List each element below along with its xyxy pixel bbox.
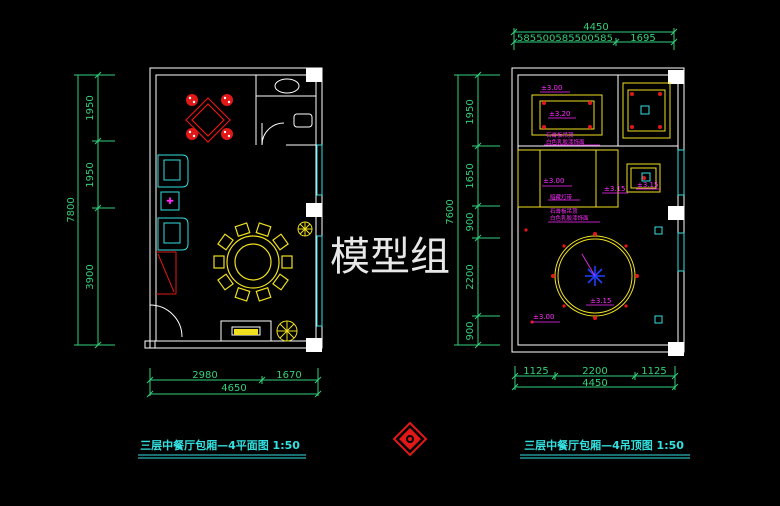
plan-vertical-dimensions <box>74 71 115 349</box>
plan-dim-1: 1950 <box>85 95 96 120</box>
dining-chair <box>255 222 272 238</box>
dining-chair <box>217 233 234 251</box>
watermark: 模型组 <box>330 234 450 280</box>
ceiling-dim-2: 1650 <box>465 163 476 188</box>
ceiling-chandelier <box>581 253 605 286</box>
ceiling-dim-5: 900 <box>465 321 476 340</box>
ceiling-height-1: ±3.00 <box>541 84 562 92</box>
dining-chair <box>255 286 272 302</box>
ceiling-dim-total-horizontal: 4450 <box>582 378 607 389</box>
ceiling-walls <box>511 67 685 353</box>
ceiling-note-1: 石膏板吊顶 <box>546 131 574 139</box>
plan-tv <box>234 329 258 335</box>
ceiling-red-spots <box>524 92 662 324</box>
ceiling-title: 三层中餐厅包厢—4吊顶图 1:50 <box>524 438 684 452</box>
plan-windows <box>316 144 323 327</box>
dining-chair <box>213 255 225 269</box>
ceiling-note-5: 暗藏灯带 <box>550 193 573 201</box>
plan-dining-chairs <box>213 222 293 302</box>
ceiling-height-4: ±3.15 <box>604 185 625 193</box>
ceiling-columns <box>668 70 684 356</box>
red-logo-icon <box>392 421 428 457</box>
ceiling-left-dimensions <box>454 71 500 349</box>
ceiling-leaders <box>532 91 660 323</box>
plan-entry-door <box>144 304 183 349</box>
ceiling-dim-4: 2200 <box>465 264 476 289</box>
ceiling-height-5: ±3.15 <box>637 181 658 189</box>
plan-plants <box>276 221 313 342</box>
ceiling-dim-bottom-2: 2200 <box>582 366 607 377</box>
ceiling-note-4: 白色乳胶漆饰面 <box>550 214 589 222</box>
ceiling-dim-3: 900 <box>465 212 476 231</box>
ceiling-height-7: ±3.15 <box>590 297 611 305</box>
ceiling-dim-total-vertical: 7600 <box>445 199 456 224</box>
plan-bathroom <box>261 78 313 146</box>
ceiling-dim-top-right: 1695 <box>630 33 655 44</box>
ceiling-dim-1: 1950 <box>465 99 476 124</box>
ceiling-plan: 4450 585500585500585 1695 1950 1650 900 … <box>445 22 685 391</box>
ceiling-panels <box>517 82 671 317</box>
dining-chair <box>217 273 234 291</box>
ceiling-height-2: ±3.20 <box>549 110 570 118</box>
ceiling-dim-top-chain: 585500585500585 <box>517 34 613 44</box>
ceiling-height-6: ±3.00 <box>533 313 554 321</box>
plan-tea-chairs <box>186 94 233 140</box>
dining-chair <box>272 273 289 291</box>
ceiling-height-3: ±3.00 <box>543 177 564 185</box>
ceiling-windows <box>677 149 685 272</box>
plan-columns <box>306 68 322 352</box>
ceiling-note-2: 白色乳胶漆饰面 <box>546 138 585 146</box>
dining-chair <box>272 233 289 251</box>
plan-tea-table <box>185 97 231 143</box>
plan-cabinet <box>156 251 177 295</box>
plan-dining-table <box>226 235 280 289</box>
plan-dim-3: 3900 <box>85 264 96 289</box>
plan-dim-total-horizontal: 4650 <box>221 383 246 394</box>
ceiling-top-dimensions <box>510 28 678 50</box>
ceiling-cyan-lights <box>640 105 663 324</box>
plan-side-table-mark: ✚ <box>166 197 174 207</box>
ceiling-dim-bottom-1: 1125 <box>523 366 548 377</box>
plan-title: 三层中餐厅包厢—4平面图 1:50 <box>140 438 300 452</box>
dining-chair <box>234 286 251 302</box>
plan-walls <box>149 67 323 349</box>
ceiling-dim-bottom-3: 1125 <box>641 366 666 377</box>
dining-chair <box>281 255 293 269</box>
floor-plan: 1950 1950 3900 7800 <box>66 67 323 398</box>
plan-dim-bottom-2: 1670 <box>276 370 301 381</box>
plan-dim-total-vertical: 7800 <box>66 197 77 222</box>
dining-chair <box>234 222 251 238</box>
plan-dim-bottom-1: 2980 <box>192 370 217 381</box>
ceiling-dim-top-total: 4450 <box>583 22 608 33</box>
plan-horizontal-dimensions <box>146 368 322 398</box>
ceiling-bottom-dimensions <box>511 366 679 391</box>
plan-dim-2: 1950 <box>85 162 96 187</box>
plan-armchairs <box>157 154 189 251</box>
ceiling-note-3: 石膏板吊顶 <box>550 207 578 215</box>
